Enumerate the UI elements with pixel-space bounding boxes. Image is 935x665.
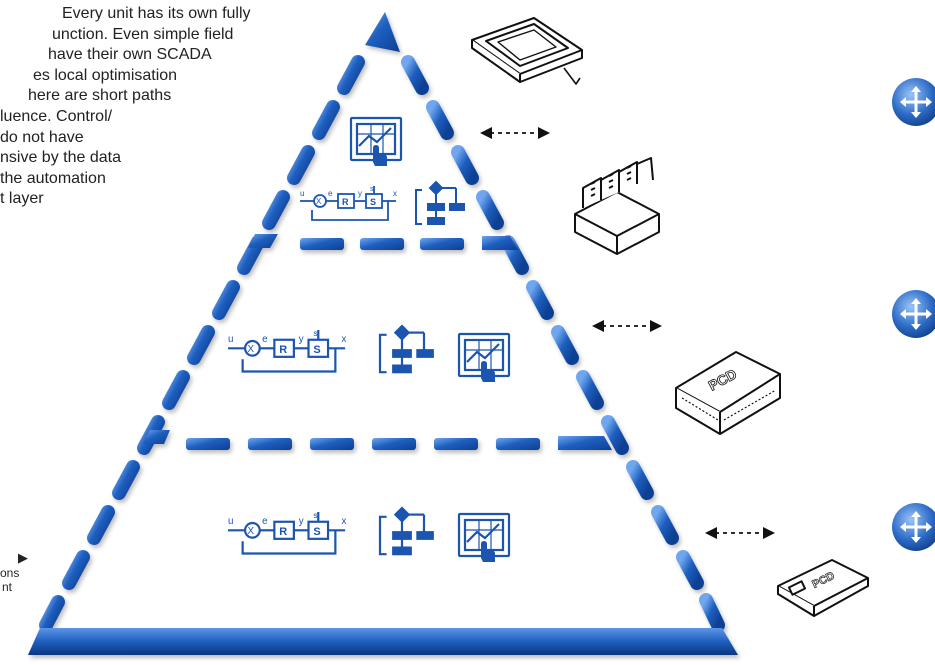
left-side-label: ons nt	[0, 566, 19, 594]
network-icon	[892, 503, 935, 551]
svg-text:S: S	[370, 197, 376, 207]
svg-text:x: x	[341, 334, 346, 345]
bidirectional-arrow-icon	[480, 127, 550, 139]
flowchart-icon	[415, 180, 465, 225]
left-label-line: ons	[0, 566, 20, 580]
svg-text:S: S	[313, 344, 320, 356]
svg-text:y: y	[358, 189, 362, 198]
description-line: t layer	[0, 190, 44, 208]
description-line: have their own SCADA	[48, 46, 212, 64]
hmi-touch-icon	[457, 512, 511, 562]
svg-text:X: X	[248, 344, 255, 355]
svg-text:y: y	[299, 516, 304, 527]
control-loop-icon: u X e R y s S x	[300, 186, 397, 221]
pyramid-divider-middle	[143, 430, 612, 450]
svg-text:u: u	[228, 334, 233, 345]
control-loop-icon: u X e R y s S x	[228, 510, 346, 555]
svg-text:y: y	[299, 334, 304, 345]
svg-text:X: X	[248, 526, 255, 537]
svg-text:s: s	[313, 510, 317, 520]
pointer-triangle-icon: ▶	[18, 550, 28, 565]
svg-text:u: u	[228, 516, 233, 527]
description-line: do not have	[0, 128, 84, 146]
svg-text:e: e	[262, 334, 267, 345]
pcd-compact-device-icon: PCD	[777, 559, 869, 617]
network-icon	[892, 290, 935, 338]
description-line: here are short paths	[28, 87, 172, 105]
network-icon	[892, 78, 935, 126]
pyramid-divider-top	[248, 234, 518, 250]
svg-text:e: e	[262, 516, 267, 527]
pyramid-right-side	[401, 55, 725, 632]
svg-text:x: x	[341, 516, 346, 527]
io-terminal-device-icon	[574, 157, 660, 255]
svg-text:s: s	[370, 186, 374, 193]
svg-text:R: R	[279, 344, 287, 356]
bidirectional-arrow-icon	[592, 320, 662, 332]
hmi-touch-icon	[457, 332, 511, 382]
description-line: nsive by the data	[0, 149, 121, 167]
pcd-controller-device-icon: PCD	[675, 351, 781, 435]
bidirectional-arrow-icon	[705, 527, 775, 539]
svg-text:e: e	[328, 189, 333, 198]
pyramid-outline	[28, 12, 738, 655]
svg-text:u: u	[300, 189, 304, 198]
description-line: the automation	[0, 169, 106, 187]
svg-text:s: s	[313, 328, 317, 338]
description-text: Every unit has its own fully unction. Ev…	[0, 4, 300, 210]
touch-panel-device-icon	[471, 17, 583, 85]
svg-text:X: X	[316, 197, 322, 206]
svg-text:S: S	[313, 526, 320, 538]
description-line: es local optimisation	[33, 66, 178, 84]
left-label-line: nt	[2, 580, 13, 594]
pyramid-left-side	[39, 55, 365, 632]
svg-text:R: R	[279, 526, 287, 538]
svg-text:x: x	[393, 189, 397, 198]
pyramid-base	[28, 628, 738, 655]
svg-text:R: R	[342, 197, 349, 207]
pyramid-apex	[365, 12, 400, 52]
flowchart-icon	[378, 506, 434, 556]
hmi-touch-icon	[349, 116, 403, 166]
description-line: luence. Control/	[0, 107, 113, 125]
description-line: Every unit has its own fully	[62, 5, 251, 22]
control-loop-icon: u X e R y s S x	[228, 328, 346, 373]
flowchart-icon	[378, 324, 434, 374]
description-line: unction. Even simple field	[52, 25, 234, 43]
